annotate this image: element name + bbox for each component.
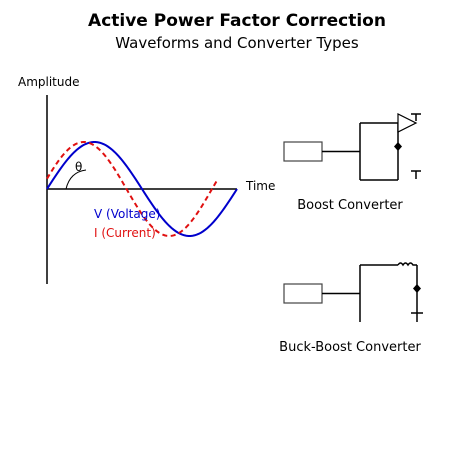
current-label: I (Current) [94, 226, 156, 240]
buck-boost-inductor-coil [397, 262, 417, 267]
x-axis-label: Time [245, 179, 275, 193]
boost-source-box [283, 141, 323, 162]
current-waveform [46, 141, 219, 237]
phase-angle-label: θ [75, 160, 82, 174]
voltage-label: V (Voltage) [94, 207, 160, 221]
boost-converter-schematic [283, 113, 421, 181]
diagram-title: Active Power Factor Correction [88, 11, 386, 31]
phase-angle-arc [65, 169, 87, 190]
boost-converter-label: Boost Converter [297, 198, 403, 213]
buck-boost-converter-schematic [283, 262, 423, 322]
buck-boost-node-dot [413, 284, 421, 293]
waveform-plot: Amplitude Time θ V (Voltage) I (Current) [18, 75, 275, 284]
buck-boost-source-box [283, 283, 323, 304]
boost-node-dot [394, 142, 402, 151]
buck-boost-converter-label: Buck-Boost Converter [279, 340, 421, 355]
boost-diode-triangle [397, 113, 418, 133]
voltage-waveform [46, 141, 238, 237]
y-axis-label: Amplitude [18, 75, 80, 89]
diagram-subtitle: Waveforms and Converter Types [115, 34, 359, 52]
